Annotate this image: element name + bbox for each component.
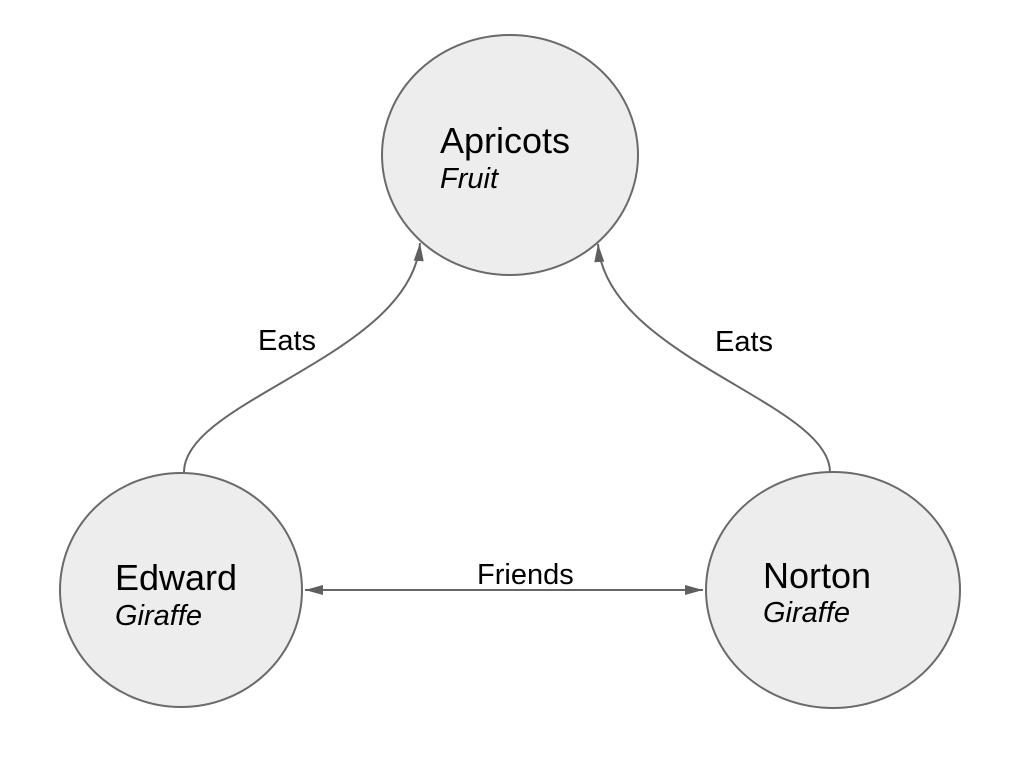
node-subtitle-apricots: Fruit: [440, 163, 500, 195]
node-apricots-circle: [381, 34, 639, 276]
edge-edward-friends-norton: Friends: [305, 559, 703, 595]
node-title-edward: Edward: [115, 557, 237, 598]
edge-norton-eats-apricots: Eats: [594, 243, 831, 473]
node-norton-circle: [705, 471, 961, 709]
edge-curve-edward-apricots: [183, 242, 424, 473]
node-title-apricots: Apricots: [440, 120, 570, 161]
node-subtitle-norton: Giraffe: [763, 597, 850, 629]
node-edward: Edward Giraffe: [59, 472, 303, 708]
edge-edward-eats-apricots: Eats: [183, 242, 424, 473]
node-subtitle-edward: Giraffe: [115, 600, 202, 632]
edge-curve-norton-apricots: [594, 243, 831, 473]
node-title-norton: Norton: [763, 555, 871, 596]
node-edward-circle: [59, 472, 303, 708]
node-apricots: Apricots Fruit: [381, 34, 639, 276]
node-norton: Norton Giraffe: [705, 471, 961, 709]
edge-label-eats-left: Eats: [258, 325, 316, 357]
edge-label-friends: Friends: [477, 559, 574, 591]
edge-label-eats-right: Eats: [715, 326, 773, 358]
